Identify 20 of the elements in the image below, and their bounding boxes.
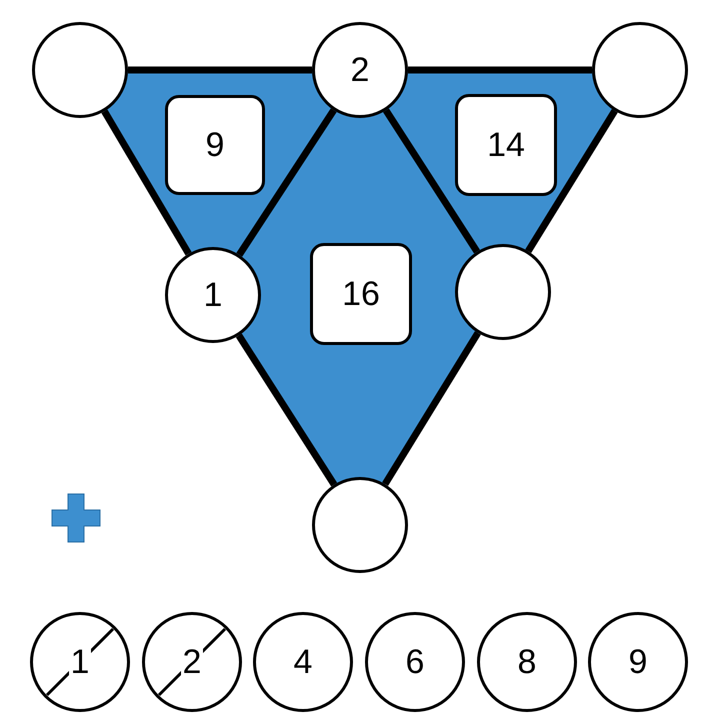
number: 9	[206, 126, 224, 164]
number: 16	[342, 274, 380, 314]
number-square	[310, 243, 412, 345]
number: 14	[487, 126, 525, 164]
number: 2	[350, 50, 370, 90]
number: 6	[406, 642, 424, 682]
number-square	[455, 94, 557, 196]
connector-line	[236, 108, 337, 257]
number: 1	[204, 276, 222, 314]
connector-line	[383, 108, 480, 254]
connector-line	[382, 331, 481, 486]
number: 9	[628, 642, 648, 682]
connector-line	[101, 110, 192, 256]
number-square	[165, 95, 265, 195]
number: 8	[518, 642, 536, 682]
number: 4	[294, 642, 312, 682]
connector-line	[525, 109, 618, 253]
connector-line	[236, 334, 338, 486]
connector-line	[408, 66, 592, 74]
connector-line	[128, 66, 312, 74]
